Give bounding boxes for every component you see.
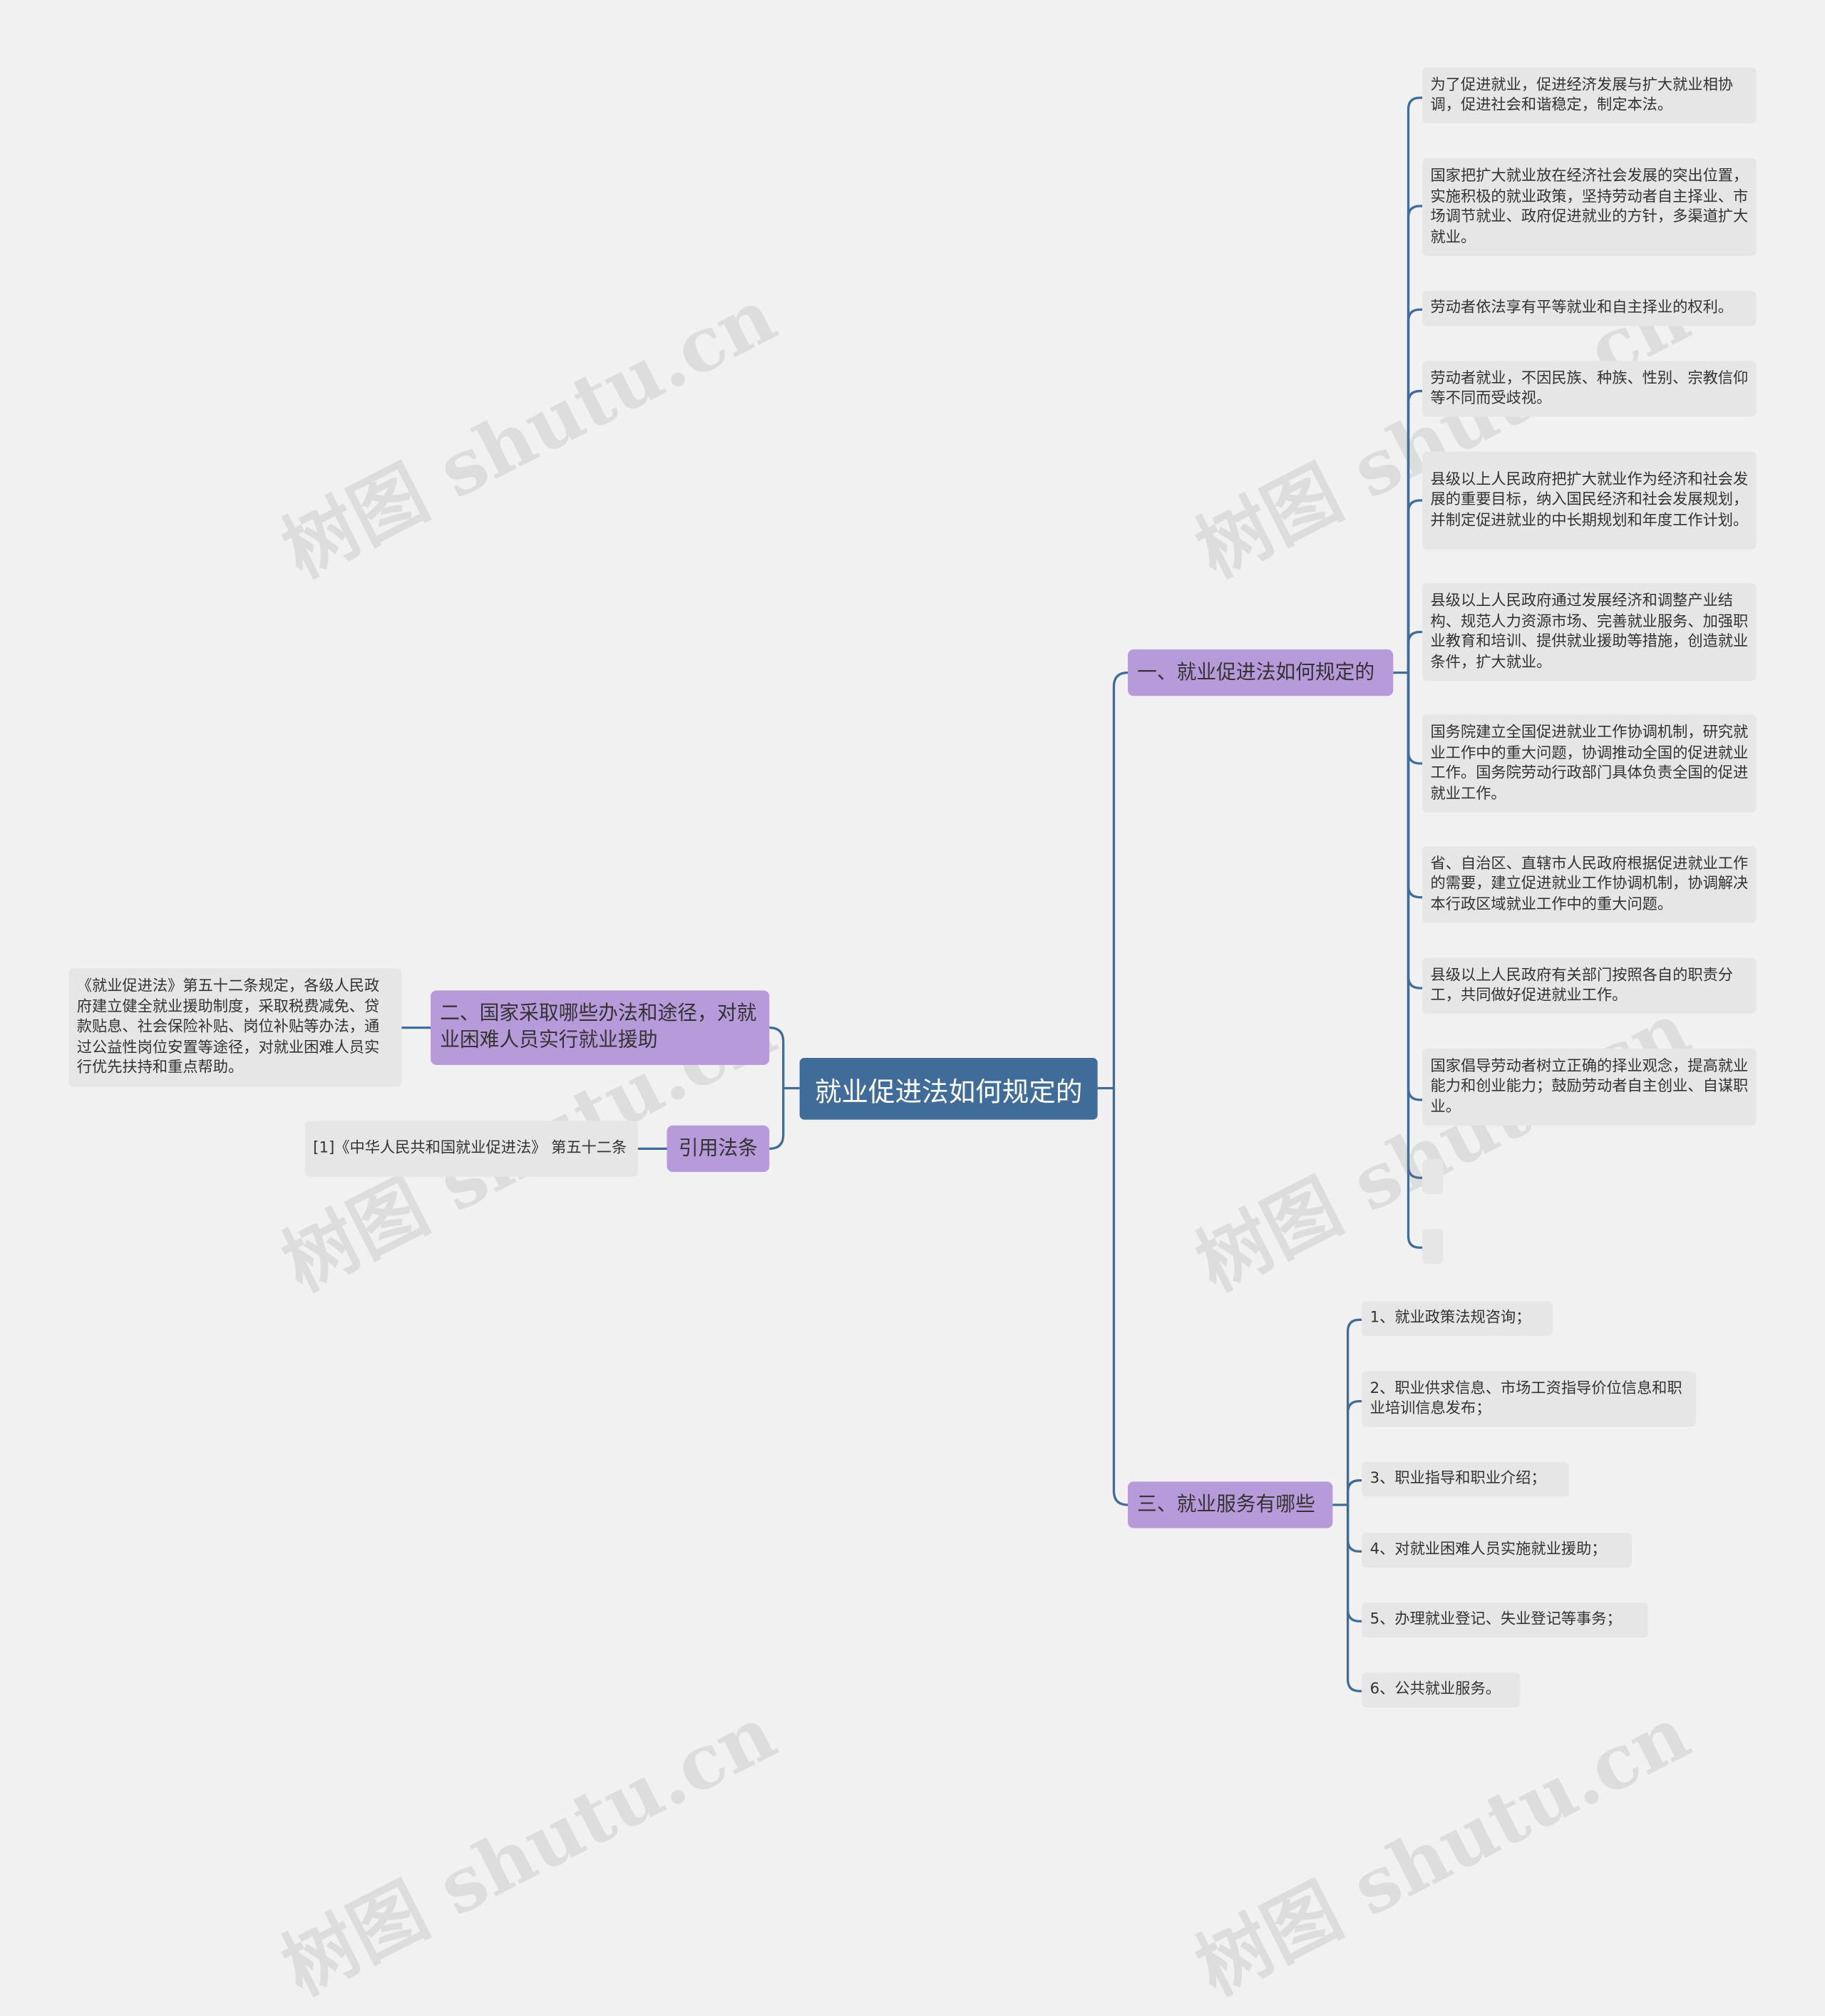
connector-line xyxy=(1407,499,1423,673)
connector-line xyxy=(1346,1504,1362,1692)
leaf-node[interactable]: 劳动者就业，不因民族、种族、性别、宗教信仰等不同而受歧视。 xyxy=(1422,361,1757,417)
leaf-node[interactable]: 县级以上人民政府把扩大就业作为经济和社会发展的重要目标，纳入国民经济和社会发展规… xyxy=(1422,451,1757,550)
connector-line xyxy=(1346,1400,1362,1505)
leaf-node[interactable]: 《就业促进法》第五十二条规定，各级人民政府建立健全就业援助制度，采取税费减免、贷… xyxy=(68,968,402,1087)
root-node[interactable]: 就业促进法如何规定的 xyxy=(799,1058,1098,1120)
connector-line xyxy=(1407,96,1423,673)
connector-line xyxy=(1346,1479,1362,1505)
service-item[interactable]: 5、办理就业登记、失业登记等事务； xyxy=(1362,1603,1648,1638)
service-item[interactable]: 2、职业供求信息、市场工资指导价位信息和职业培训信息发布； xyxy=(1362,1371,1696,1427)
service-item[interactable]: 1、就业政策法规咨询； xyxy=(1362,1301,1553,1337)
connector-line xyxy=(1407,672,1423,1249)
connector-line xyxy=(1407,389,1423,673)
branch-node-employment-services[interactable]: 三、就业服务有哪些 xyxy=(1128,1481,1333,1528)
branch-node-employment-promotion-law[interactable]: 一、就业促进法如何规定的 xyxy=(1128,649,1394,696)
service-item[interactable]: 4、对就业困难人员实施就业援助； xyxy=(1362,1533,1632,1568)
connector-line xyxy=(1346,1504,1362,1622)
leaf-node[interactable]: 劳动者依法享有平等就业和自主择业的权利。 xyxy=(1422,291,1757,326)
branch-node-employment-assistance[interactable]: 二、国家采取哪些办法和途径，对就业困难人员实行就业援助 xyxy=(431,990,770,1065)
connector-line xyxy=(1346,1504,1362,1553)
connector-line xyxy=(1407,205,1423,673)
leaf-node[interactable]: 国家倡导劳动者树立正确的择业观念，提高就业能力和创业能力；鼓励劳动者自主创业、自… xyxy=(1422,1048,1757,1126)
connector-line xyxy=(1407,630,1423,673)
connector-line xyxy=(1346,1318,1362,1505)
leaf-node[interactable]: 国家把扩大就业放在经济社会发展的突出位置，实施积极的就业政策，坚持劳动者自主择业… xyxy=(1422,158,1757,257)
connector-line xyxy=(1407,672,1423,765)
mindmap-canvas: 树图 shutu.cn 树图 shutu.cn 树图 shutu.cn 树图 s… xyxy=(68,67,1757,2012)
leaf-node[interactable]: 县级以上人民政府有关部门按照各自的职责分工，共同做好促进就业工作。 xyxy=(1422,957,1757,1014)
leaf-node[interactable]: 国务院建立全国促进就业工作协调机制，研究就业工作中的重大问题，协调推动全国的促进… xyxy=(1422,714,1757,813)
empty-leaf-node[interactable] xyxy=(1422,1229,1444,1265)
connector-line xyxy=(1407,672,1423,899)
connector-line xyxy=(769,1088,785,1151)
connector-line xyxy=(769,1026,785,1089)
leaf-node[interactable]: 县级以上人民政府通过发展经济和调整产业结构、规范人力资源市场、完善就业服务、加强… xyxy=(1422,582,1757,682)
service-item[interactable]: 3、职业指导和职业介绍； xyxy=(1362,1461,1569,1497)
leaf-node[interactable]: 为了促进就业，促进经济发展与扩大就业相协调，促进社会和谐稳定，制定本法。 xyxy=(1422,67,1757,124)
connector-line xyxy=(1112,672,1129,1089)
leaf-node[interactable]: 省、自治区、直辖市人民政府根据促进就业工作的需要，建立促进就业工作协调机制，协调… xyxy=(1422,845,1757,923)
connector-lines xyxy=(401,96,1423,1692)
connector-line xyxy=(1407,672,1423,989)
branch-node-cited-law[interactable]: 引用法条 xyxy=(667,1125,770,1173)
connector-line xyxy=(1407,308,1423,673)
connector-line xyxy=(1407,672,1423,1101)
empty-leaf-node[interactable] xyxy=(1422,1159,1444,1195)
service-item[interactable]: 6、公共就业服务。 xyxy=(1362,1672,1521,1708)
connector-line xyxy=(1112,1088,1129,1506)
citation-leaf-node[interactable]: [1]《中华人民共和国就业促进法》 第五十二条 xyxy=(304,1121,638,1177)
